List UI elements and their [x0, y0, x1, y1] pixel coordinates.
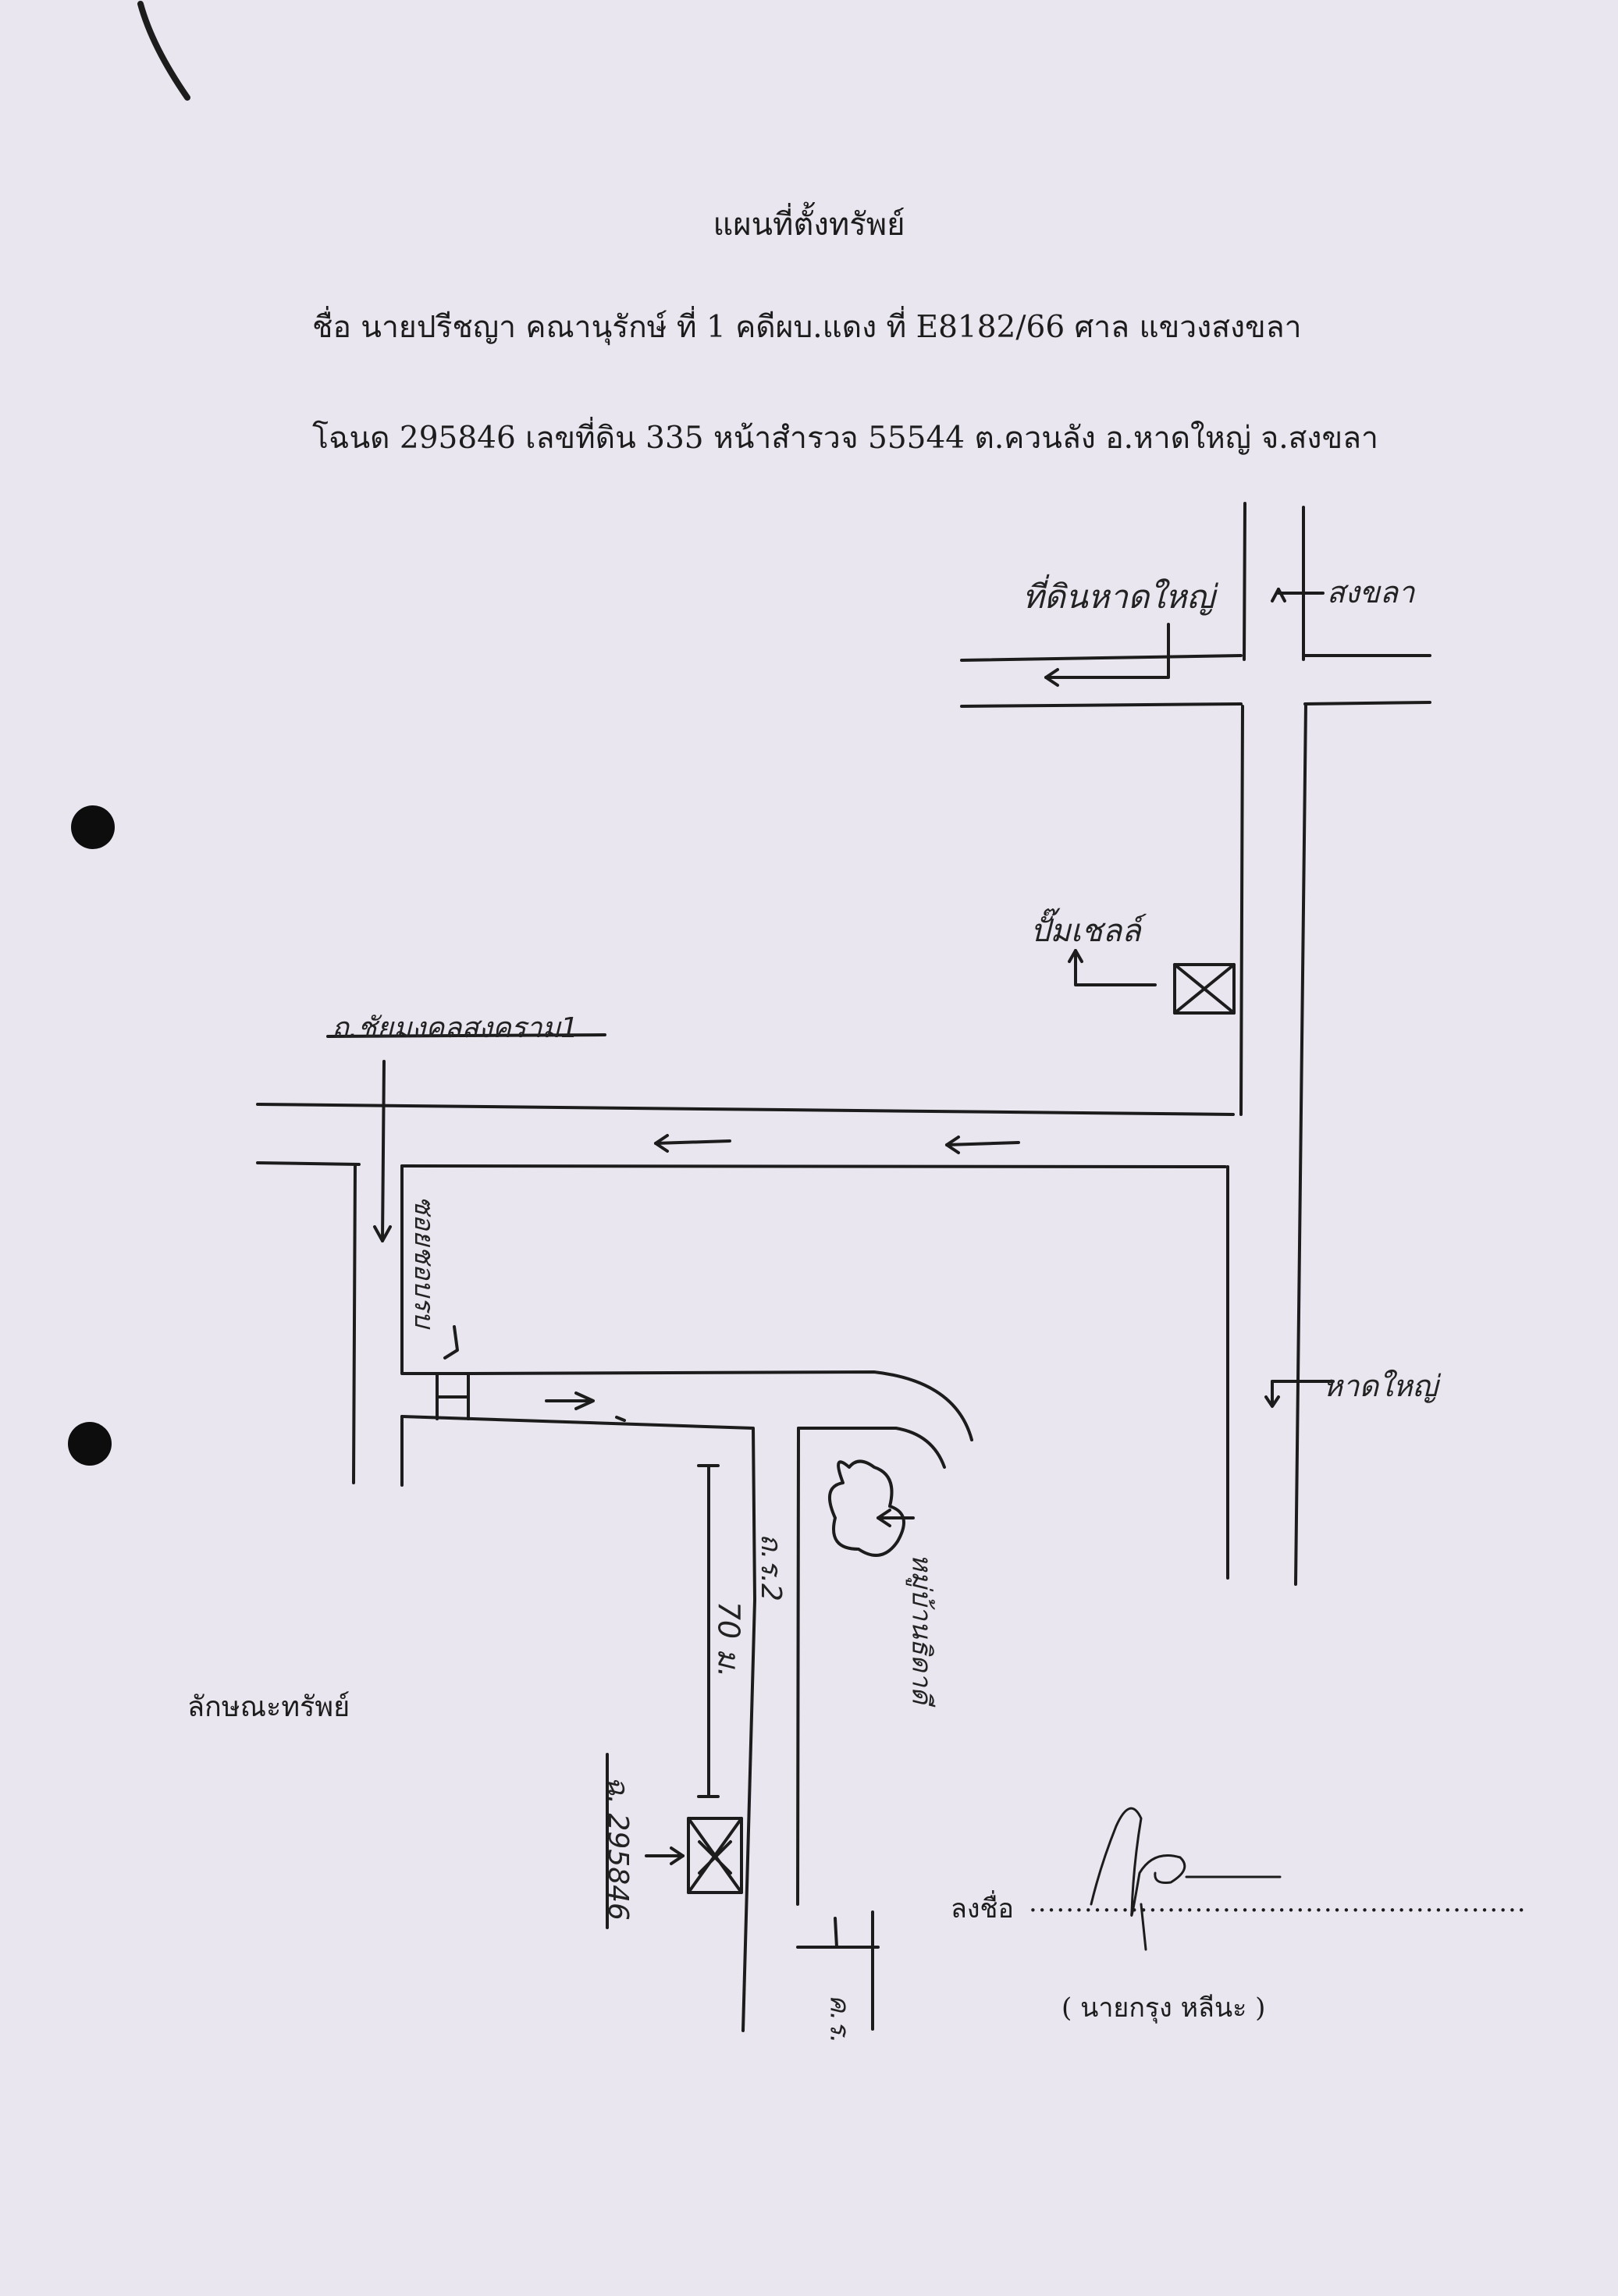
curve-road-lower — [400, 1415, 756, 2032]
document-title: แผนที่ตั้งทรัพย์ — [713, 207, 905, 243]
hroad-lower-edge — [400, 1164, 1227, 1168]
road-top-upper-edge — [960, 654, 1243, 662]
signer-name: ( นายกรุง หลีนะ ) — [1061, 1992, 1266, 2024]
road-name-label: ถ.ชัยมงคลสงคราม1 — [332, 1012, 579, 1044]
owner-case-line: ชื่อ นายปรีชญา คณานุรักษ์ ที่ 1 คดีผบ.แด… — [312, 310, 1302, 345]
shell-pointer — [1074, 949, 1157, 986]
hatyai-label: หาดใหญ่ — [1323, 1369, 1438, 1403]
road-name-pointer — [381, 1060, 386, 1242]
road-name-underline — [326, 1033, 606, 1038]
soi-label: ซอยชอบรบ — [408, 1196, 440, 1328]
punch-hole-top — [71, 805, 115, 849]
road-right-lower-edge — [1303, 701, 1431, 706]
songkhla-label: สงขลา — [1327, 575, 1415, 610]
village-label: หมู่บ้านธิดาดี — [905, 1553, 937, 1704]
distance-label: 70 ม. — [711, 1601, 746, 1678]
shell-station-marker — [1173, 963, 1236, 1015]
hroad-lower-left — [256, 1161, 361, 1166]
main-road-left-edge — [1243, 502, 1246, 661]
main-road-left-lower — [1239, 705, 1244, 1116]
hroad-upper-edge — [256, 1103, 1235, 1116]
property-marker — [687, 1817, 743, 1894]
road-name-arrowhead — [373, 1225, 392, 1242]
songkhla-pointer — [1277, 588, 1325, 595]
songkhla-arrowhead — [1271, 588, 1286, 602]
scan-mark — [137, 1, 190, 101]
land-office-pointer — [1044, 623, 1170, 679]
tree-icon — [827, 1459, 905, 1557]
road-arrow — [545, 1391, 595, 1410]
main-road-right-lower — [1294, 702, 1307, 1586]
land-office-label: ที่ดินหาดใหญ่ — [1022, 578, 1215, 616]
deed-label: ฉ. 295846 — [601, 1776, 634, 1921]
left-road-inner-edge — [400, 1164, 474, 1375]
hroad-arrowhead-1 — [654, 1134, 669, 1153]
land-office-arrowhead — [1044, 668, 1059, 687]
road-top-lower-edge — [960, 702, 1243, 708]
left-road-outer-edge — [352, 1163, 357, 1484]
curve-road-inner — [797, 1427, 946, 1469]
signature-label: ลงชื่อ — [951, 1893, 1014, 1925]
distance-line — [697, 1464, 720, 1798]
punch-hole-bottom — [68, 1422, 112, 1466]
bridge — [436, 1374, 470, 1420]
deed-location-line: โฉนด 295846 เลขที่ดิน 335 หน้าสำรวจ 5554… — [312, 421, 1378, 456]
soi-pointer — [443, 1325, 459, 1359]
hroad-arrowhead-2 — [945, 1136, 960, 1154]
road-width-label: ถ.ร.2 — [754, 1534, 787, 1601]
canal-label: ค.ร. — [823, 1994, 855, 2044]
road-arrow-2 — [615, 1416, 626, 1422]
hroad-arrow-2 — [945, 1141, 1020, 1146]
shell-pump-label: ปั๊มเชลล์ — [1030, 913, 1141, 949]
signature-stroke — [1090, 1807, 1282, 1917]
hroad-arrow-1 — [654, 1139, 731, 1145]
signature-line: ........................................… — [1029, 1887, 1527, 1918]
curve-road-upper — [471, 1370, 973, 1441]
property-characteristics-label: ลักษณะทรัพย์ — [187, 1691, 350, 1723]
